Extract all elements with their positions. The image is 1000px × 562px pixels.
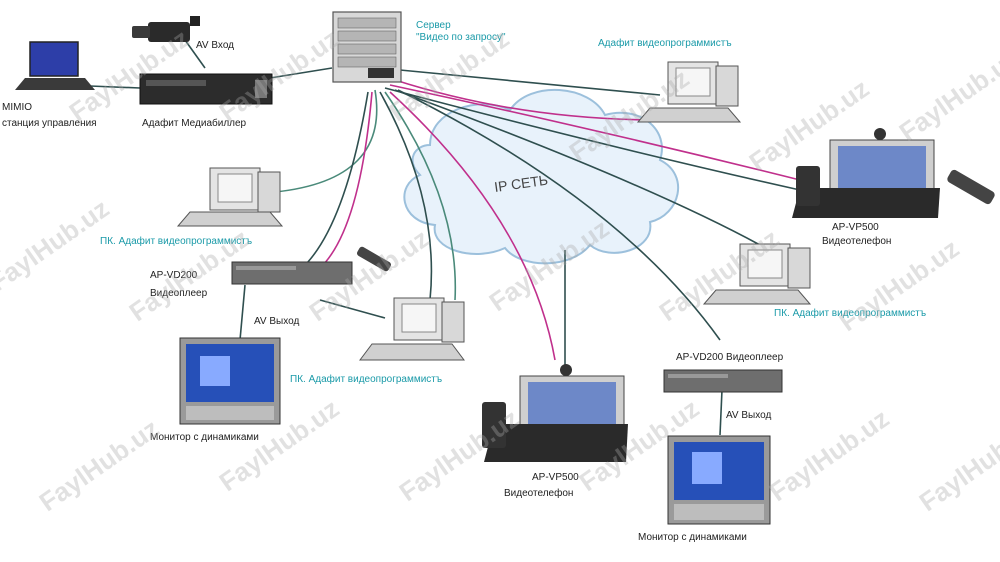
link-server-vd-right xyxy=(397,89,721,341)
video-camera-icon xyxy=(132,16,200,42)
label-media-encoder: Адафит Медиабиллер xyxy=(142,118,247,129)
connection-lines xyxy=(89,39,801,436)
label-app-left: ПК. Адафит видеопрограммистъ xyxy=(100,236,253,247)
link-server-pc-left xyxy=(274,89,378,193)
link-decoder-pc-mid xyxy=(319,299,386,319)
laptop-icon xyxy=(15,41,95,90)
ip-network-cloud: IP СЕТЬ xyxy=(403,89,679,265)
link-decoder-monitor-left xyxy=(239,284,246,341)
link-server-pc-middle xyxy=(379,91,433,301)
link-vd-monitor-right xyxy=(719,389,723,436)
link-server-decoder-left xyxy=(319,91,373,269)
label-control-pc-2: станция управления xyxy=(2,118,97,129)
label-control-pc-1: MIMIO xyxy=(2,102,32,113)
link-server-vp-right xyxy=(389,84,801,181)
label-av-output-right: AV Выход xyxy=(726,410,772,421)
label-av-output-left: AV Выход xyxy=(254,316,300,327)
monitor-bottom-right-icon xyxy=(667,435,771,525)
pc-left-icon xyxy=(176,167,284,227)
label-vp500-bottom-2: Видеотелефон xyxy=(504,488,574,499)
link-server-pc-right xyxy=(394,89,761,246)
media-encoder-device xyxy=(139,73,273,105)
label-av-input: AV Вход xyxy=(196,40,234,51)
label-vd200-right: AP-VD200 Видеоплеер xyxy=(676,352,784,363)
link-server-encoder xyxy=(269,67,333,79)
link-server-vp-right-2 xyxy=(384,87,801,191)
decoder-right-device xyxy=(663,369,783,393)
label-app-middle: ПК. Адафит видеопрограммистъ xyxy=(290,374,443,385)
link-encoder-laptop xyxy=(89,85,141,89)
pc-right-icon xyxy=(702,243,812,305)
decoder-left-device xyxy=(231,246,391,285)
label-decoder-left-2: Видеоплеер xyxy=(150,288,208,299)
label-vp500-bottom-1: AP-VP500 xyxy=(532,472,579,483)
link-camera-encoder xyxy=(184,39,206,69)
videophone-bottom-icon xyxy=(482,364,628,462)
monitor-left-icon xyxy=(179,337,281,425)
videophone-right-icon xyxy=(792,128,995,218)
pc-middle-icon xyxy=(359,297,465,361)
link-server-vp-bottom xyxy=(389,91,556,361)
label-decoder-left-1: AP-VD200 xyxy=(150,270,198,281)
link-server-pc-middle-2 xyxy=(384,91,457,301)
label-vp500-right-1: AP-VP500 xyxy=(832,222,879,233)
label-app-top-right: Адафит видеопрограммистъ xyxy=(598,38,732,49)
label-server: Сервер "Видео по запросу" xyxy=(416,20,506,43)
label-app-right: ПК. Адафит видеопрограммистъ xyxy=(774,308,927,319)
link-server-decoder-left-2 xyxy=(299,91,369,271)
label-vp500-right-2: Видеотелефон xyxy=(822,236,892,247)
server-rack xyxy=(332,11,402,83)
label-monitor-bottom-right: Монитор с динамиками xyxy=(638,532,747,543)
link-server-pc-top-pink xyxy=(394,79,661,121)
pc-top-right-icon xyxy=(636,61,742,123)
cloud-label: IP СЕТЬ xyxy=(493,172,549,195)
link-server-pc-top xyxy=(399,69,661,96)
label-monitor-left: Монитор с динамиками xyxy=(150,432,259,443)
